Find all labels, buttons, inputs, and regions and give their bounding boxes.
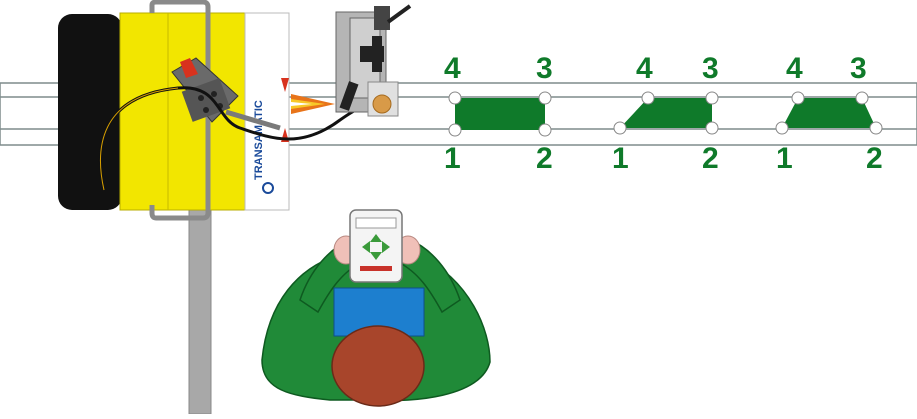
corner-point-2 <box>869 121 883 135</box>
corner-point-1 <box>613 121 627 135</box>
corner-point-4 <box>641 91 655 105</box>
workpiece-group: 1 2 3 4 1 2 3 4 1 2 3 4 <box>444 52 883 175</box>
corner-point-2 <box>538 123 552 137</box>
workpiece-2: 1 2 3 4 <box>612 52 719 175</box>
corner-point-3 <box>538 91 552 105</box>
corner-label: 4 <box>636 52 653 85</box>
operator <box>261 235 491 407</box>
corner-label: 1 <box>444 142 461 175</box>
corner-label: 3 <box>850 52 867 85</box>
torch-flame <box>291 94 335 114</box>
carriage-body <box>119 0 290 221</box>
corner-label: 1 <box>776 142 793 175</box>
torch-clamp <box>171 57 281 131</box>
corner-label: 3 <box>536 52 553 85</box>
drive-wheel <box>58 14 122 210</box>
corner-label: 2 <box>702 142 719 175</box>
corner-label: 4 <box>786 52 803 85</box>
operator-head <box>331 325 425 407</box>
corner-point-3 <box>705 91 719 105</box>
support-pole <box>188 204 212 415</box>
corner-point-3 <box>855 91 869 105</box>
workpiece-shape <box>455 98 545 130</box>
corner-label: 2 <box>536 142 553 175</box>
corner-point-1 <box>448 123 462 137</box>
workpiece-3: 1 2 3 4 <box>775 52 883 175</box>
corner-label: 3 <box>702 52 719 85</box>
brand-label: TRANSAMATIC <box>253 100 265 180</box>
torch-oscillator <box>335 4 412 117</box>
corner-label: 2 <box>866 142 883 175</box>
warning-marker-icon <box>281 78 289 92</box>
workpiece-shape <box>782 98 876 128</box>
workpiece-shape <box>620 98 712 128</box>
corner-label: 4 <box>444 52 461 85</box>
corner-point-1 <box>775 121 789 135</box>
remote-pendant-icon <box>349 209 403 283</box>
corner-label: 1 <box>612 142 629 175</box>
corner-point-2 <box>705 121 719 135</box>
corner-point-4 <box>448 91 462 105</box>
corner-point-4 <box>791 91 805 105</box>
workpiece-1: 1 2 3 4 <box>444 52 553 175</box>
brand-logo-icon <box>262 182 274 194</box>
